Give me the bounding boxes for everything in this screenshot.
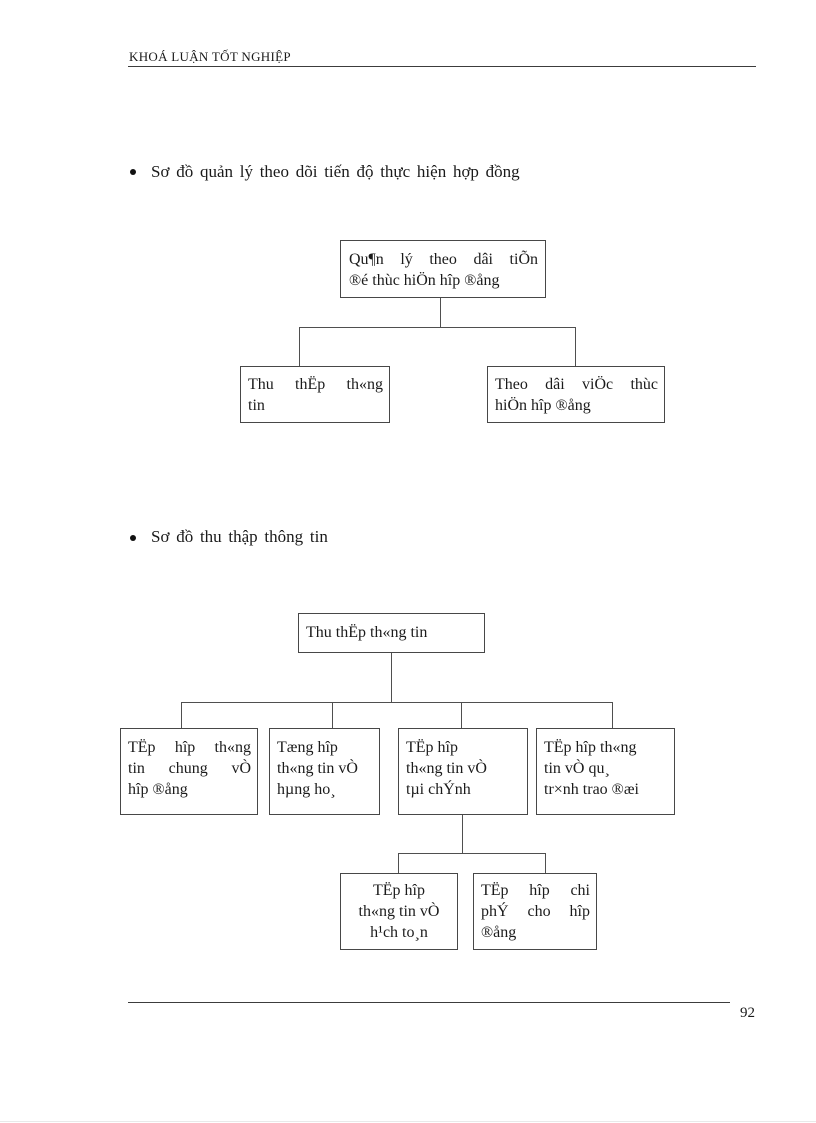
connector-line	[440, 298, 441, 327]
diagram1-root-box: Qu¶n lý theo dâi tiÕn®é thùc hiÖn hîp ®å…	[340, 240, 546, 298]
page-number: 92	[740, 1005, 755, 1021]
connector-line	[299, 327, 576, 328]
connector-line	[398, 853, 399, 873]
connector-line	[462, 815, 463, 853]
connector-line	[181, 702, 182, 728]
connector-line	[612, 702, 613, 728]
connector-line	[545, 853, 546, 873]
diagram2-root-box: Thu thËp th«ng tin	[298, 613, 485, 653]
connector-line	[299, 327, 300, 366]
connector-line	[575, 327, 576, 366]
page-bottom-edge	[0, 1121, 816, 1122]
connector-line	[398, 853, 546, 854]
connector-line	[391, 653, 392, 702]
section-title-info-collection: Sơ đồ thu thập thông tin	[151, 527, 328, 546]
footer-rule	[128, 1002, 730, 1003]
bullet-icon	[130, 535, 136, 541]
section-title-contract-tracking: Sơ đồ quản lý theo dõi tiến độ thực hiện…	[151, 162, 520, 181]
connector-line	[181, 702, 613, 703]
page-header-title: KHOÁ LUẬN TỐT NGHIỆP	[129, 49, 291, 64]
connector-line	[461, 702, 462, 728]
header-rule	[128, 66, 756, 67]
connector-line	[332, 702, 333, 728]
bullet-icon	[130, 169, 136, 175]
